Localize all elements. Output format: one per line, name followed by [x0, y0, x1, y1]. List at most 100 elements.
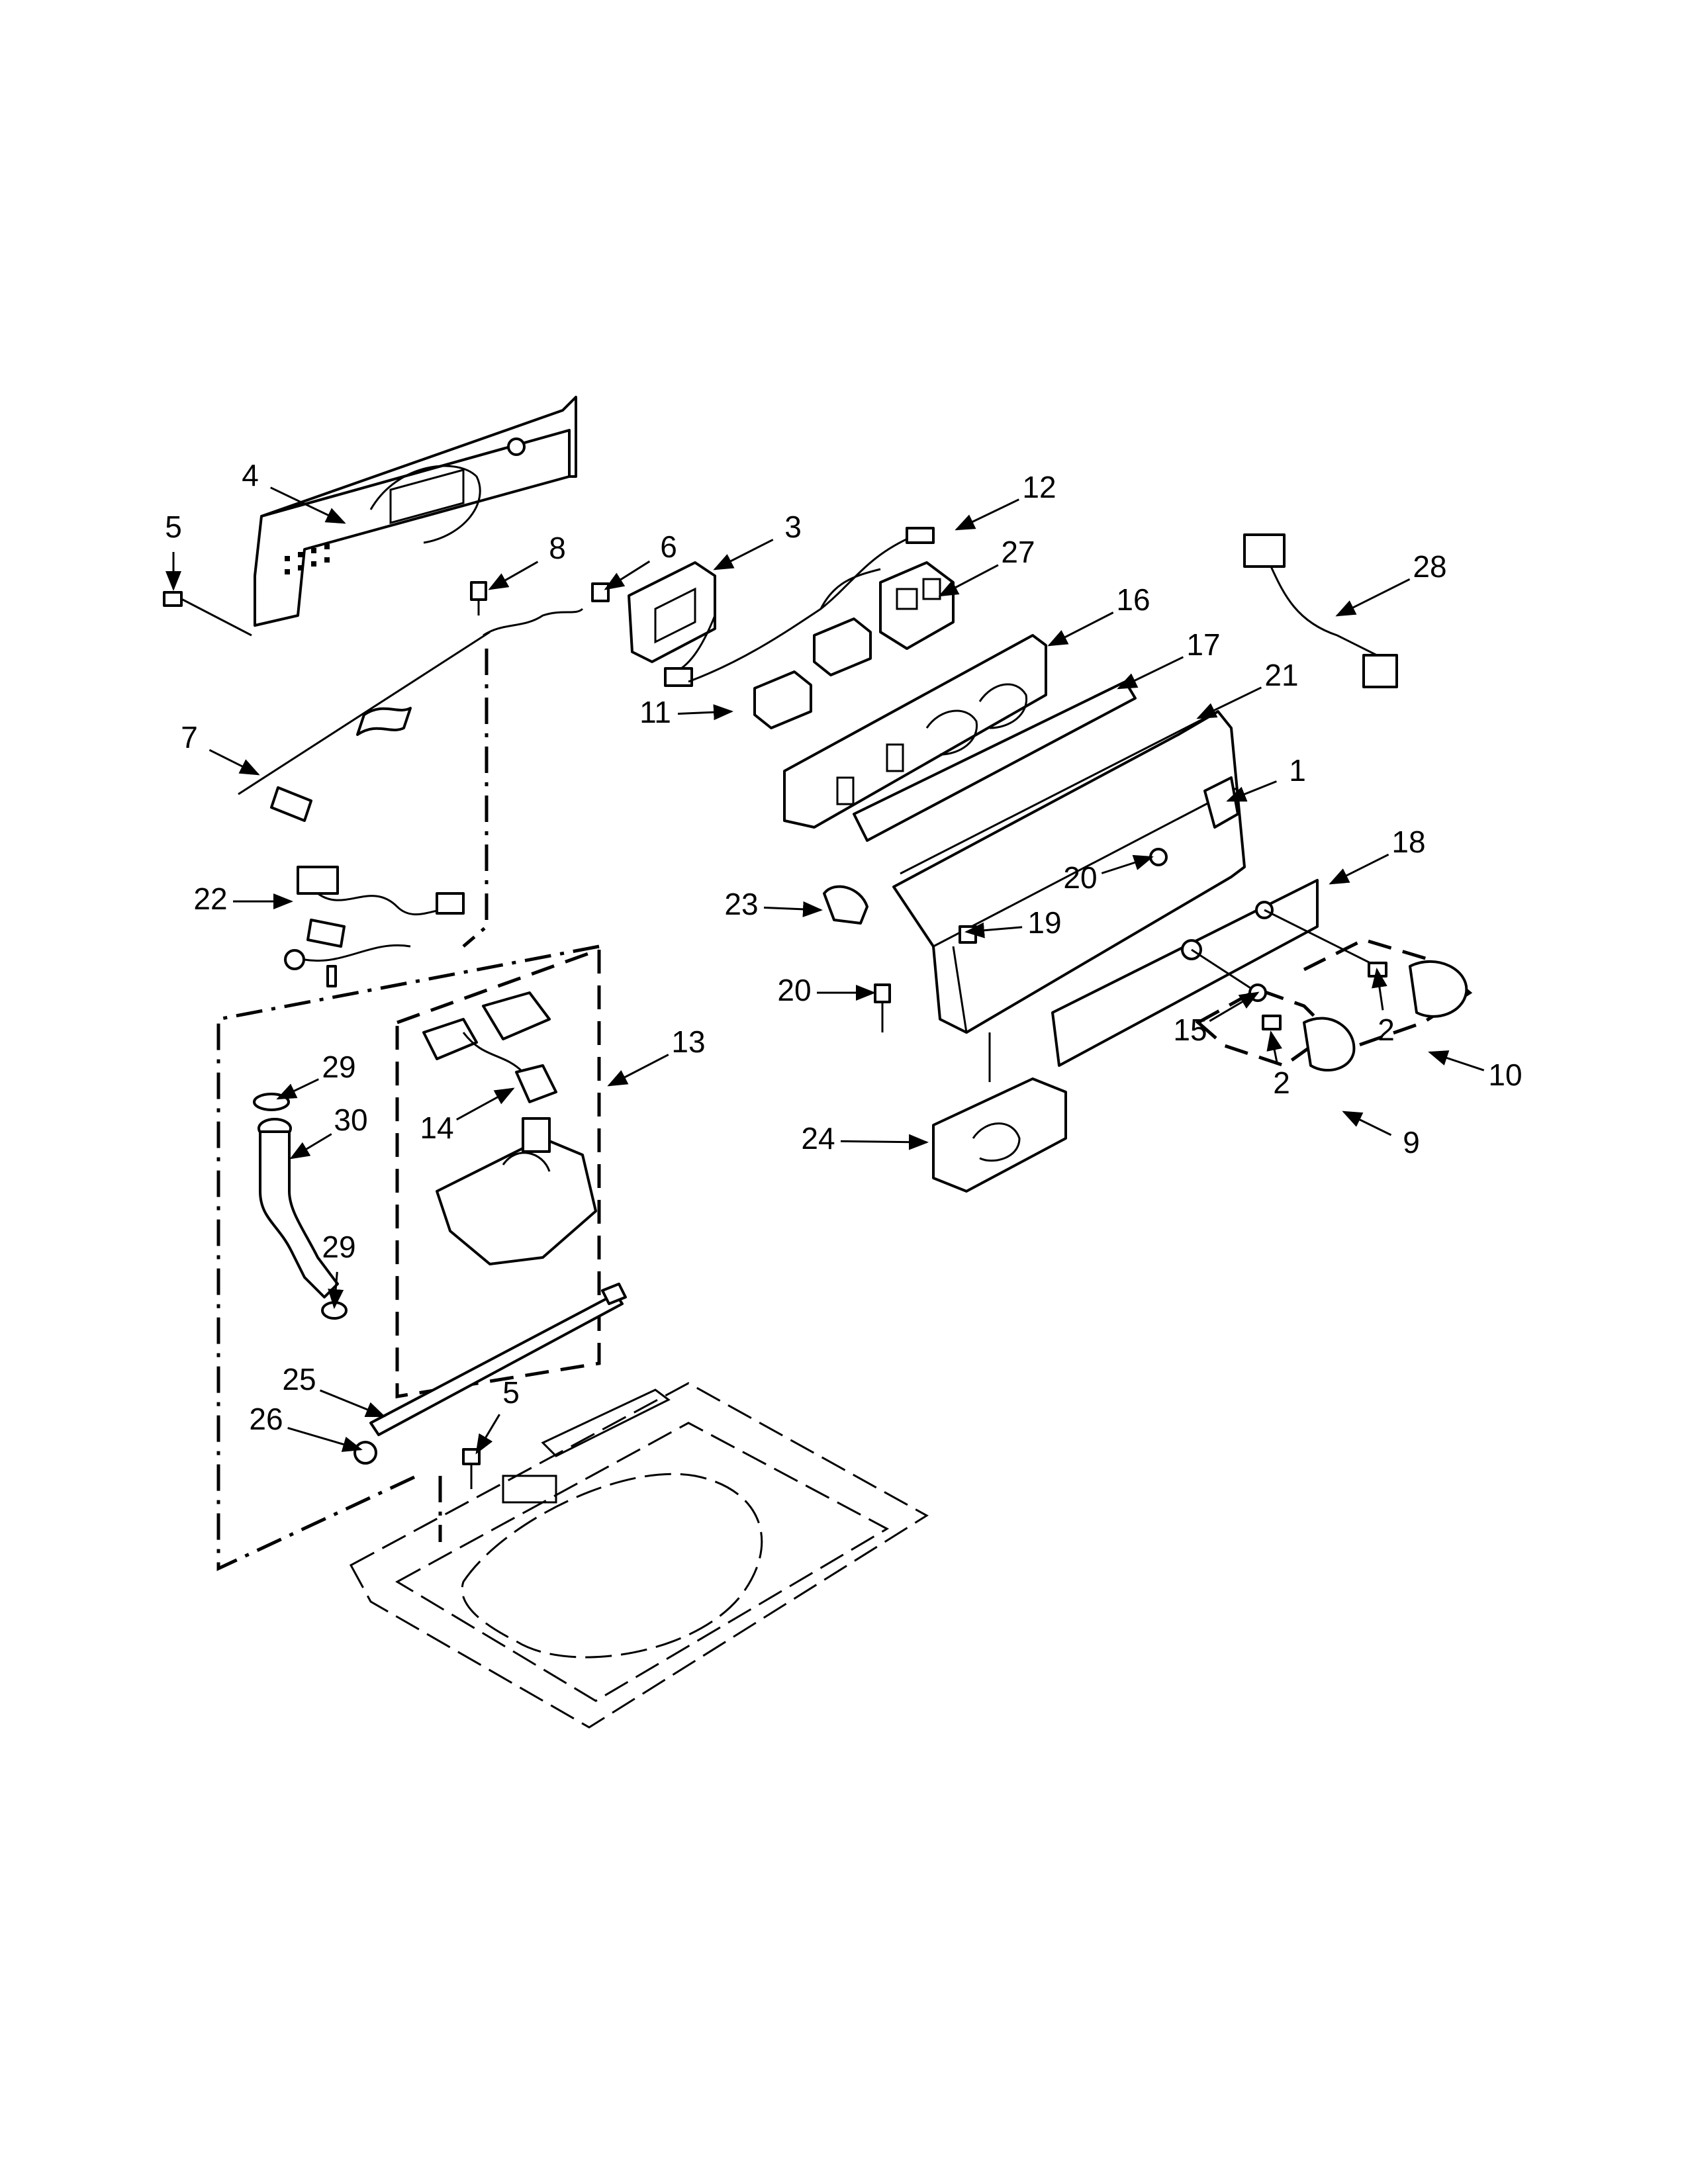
callout-c11: 11 [639, 695, 733, 729]
water-valve-part [422, 991, 597, 1265]
callout-c25: 25 [282, 1362, 386, 1418]
callout-c20a: 20 [1063, 854, 1154, 895]
callout-number: 1 [1289, 753, 1306, 788]
leader-arrow [319, 1389, 386, 1418]
callout-number: 23 [724, 887, 758, 921]
callout-number: 20 [777, 973, 811, 1007]
callout-number: 5 [165, 510, 182, 544]
leader-arrow [276, 1078, 319, 1100]
callout-number: 28 [1413, 549, 1446, 584]
callout-c30: 30 [289, 1103, 368, 1160]
console-panel-part [783, 634, 1047, 829]
leader-arrow [289, 1133, 332, 1160]
wire-harness-part [238, 608, 584, 822]
callout-number: 25 [282, 1362, 316, 1396]
callout-number: 2 [1273, 1066, 1290, 1100]
leader-arrow [1209, 991, 1260, 1023]
callout-number: 21 [1264, 658, 1298, 692]
callout-c13: 13 [607, 1024, 706, 1087]
callout-number: 22 [193, 882, 227, 916]
callout-number: 3 [784, 510, 802, 544]
callout-number: 27 [1001, 535, 1035, 569]
hose-part [253, 1093, 348, 1320]
leader-arrow [938, 564, 999, 597]
console-part [892, 710, 1246, 1034]
screw-icon [163, 591, 252, 637]
leader-arrow [1226, 780, 1277, 802]
callout-number: 4 [242, 458, 259, 492]
callout-number: 29 [322, 1230, 355, 1264]
callout-c26: 26 [249, 1402, 363, 1452]
clip-part [823, 885, 868, 925]
washer-top-part [349, 1382, 929, 1729]
leader-arrow [677, 704, 733, 721]
wire-harness-part [1243, 533, 1398, 688]
callout-number: 13 [671, 1024, 705, 1059]
knob-part [1262, 1015, 1356, 1072]
callout-c15: 15 [1173, 991, 1260, 1047]
leader-arrow [488, 561, 539, 590]
leader-arrow [1372, 968, 1387, 1011]
knob-part [1368, 960, 1468, 1018]
callout-c1: 1 [1226, 753, 1306, 802]
screw-icon [462, 1448, 481, 1489]
callout-number: 10 [1488, 1058, 1522, 1092]
rod-part [353, 1283, 627, 1465]
callout-number: 30 [334, 1103, 367, 1137]
screw-icon [1149, 848, 1168, 866]
leader-arrow [607, 1054, 669, 1087]
callout-c2a: 2 [1372, 968, 1395, 1047]
leader-arrow [840, 1134, 929, 1150]
callout-number: 17 [1186, 627, 1220, 662]
callout-number: 29 [322, 1050, 355, 1084]
callout-c8: 8 [488, 531, 566, 590]
callout-number: 6 [660, 529, 677, 564]
callout-number: 2 [1378, 1013, 1395, 1047]
callout-c9: 9 [1342, 1111, 1420, 1160]
callout-number: 15 [1173, 1013, 1207, 1047]
wire-harness-part [688, 527, 935, 683]
callout-number: 26 [249, 1402, 283, 1436]
leader-arrow [964, 922, 1023, 938]
leader-arrow [1196, 686, 1262, 719]
leader-arrow [475, 1414, 500, 1455]
leader-arrow [209, 749, 260, 776]
callout-c28: 28 [1335, 549, 1447, 617]
rear-panel-part [254, 396, 577, 627]
switch-part [753, 617, 872, 729]
callout-c14: 14 [420, 1087, 515, 1145]
trim-part [853, 680, 1137, 842]
callout-c29b: 29 [322, 1230, 356, 1309]
callout-c6: 6 [604, 529, 677, 590]
callout-number: 8 [549, 531, 566, 565]
callout-c23: 23 [724, 887, 823, 921]
callout-c18: 18 [1329, 825, 1426, 885]
leader-arrow [1117, 656, 1184, 690]
callout-c29a: 29 [276, 1050, 356, 1100]
clip-part [959, 925, 977, 944]
leader-arrow [1342, 1111, 1392, 1136]
leader-arrow [1266, 1030, 1283, 1064]
callout-number: 16 [1116, 582, 1150, 617]
callout-number: 18 [1391, 825, 1425, 859]
control-board-part [591, 561, 716, 687]
wire-harness-part [284, 866, 465, 987]
leader-arrow [1047, 612, 1114, 647]
leader-arrow [1101, 854, 1154, 874]
leader-arrow [763, 901, 823, 917]
screw-icon [470, 581, 487, 615]
callout-c12: 12 [955, 470, 1056, 531]
leader-arrow [1428, 1050, 1485, 1071]
callout-number: 9 [1403, 1125, 1420, 1160]
callout-number: 7 [181, 720, 198, 754]
callout-number: 11 [639, 695, 671, 729]
callout-number: 20 [1063, 860, 1097, 895]
leader-arrow [955, 498, 1019, 531]
callout-c5a: 5 [165, 510, 182, 591]
callout-c7: 7 [181, 720, 260, 776]
callout-c10: 10 [1428, 1050, 1523, 1092]
callout-c17: 17 [1117, 627, 1221, 690]
callout-c2b: 2 [1266, 1030, 1290, 1100]
